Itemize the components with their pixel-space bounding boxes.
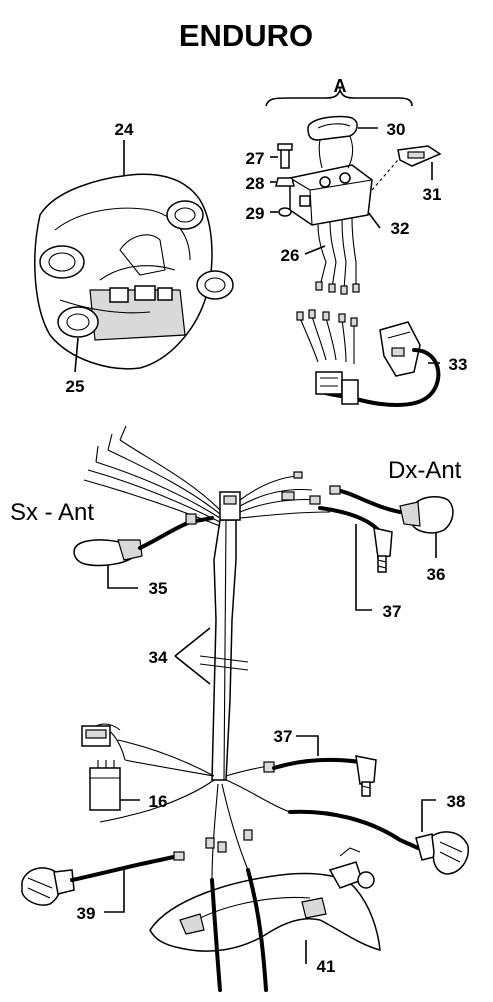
group-a-label: A xyxy=(334,76,347,96)
turn-signal-front-left-35 xyxy=(73,513,214,567)
diagram-title: ENDURO xyxy=(179,18,313,53)
group-a-brace xyxy=(265,87,413,107)
callout-16: 16 xyxy=(149,792,168,811)
leader-25 xyxy=(74,337,79,373)
callout-36: 36 xyxy=(427,565,446,584)
label-dx-ant: Dx-Ant xyxy=(388,457,462,484)
callout-37-upper: 37 xyxy=(383,602,402,621)
leader-32 xyxy=(367,211,381,229)
callout-31: 31 xyxy=(423,185,442,204)
relay-16 xyxy=(81,723,215,811)
leader-34 xyxy=(174,627,211,685)
leader-38 xyxy=(421,799,436,832)
leader-37-lower xyxy=(296,735,319,756)
callout-24: 24 xyxy=(115,120,134,139)
callout-37-lower: 37 xyxy=(274,727,293,746)
callout-28: 28 xyxy=(246,174,265,193)
sensor-37-upper xyxy=(318,506,393,573)
turn-signal-front-right-36 xyxy=(329,485,454,534)
callout-33: 33 xyxy=(449,355,468,374)
callout-35: 35 xyxy=(149,579,168,598)
callout-27: 27 xyxy=(246,149,265,168)
callout-32: 32 xyxy=(391,219,410,238)
main-harness-34 xyxy=(83,425,331,881)
callout-34: 34 xyxy=(149,648,168,667)
callout-41: 41 xyxy=(317,957,336,976)
callout-39: 39 xyxy=(77,904,96,923)
switch-assembly-A xyxy=(275,115,442,295)
callout-29: 29 xyxy=(246,204,265,223)
callout-30: 30 xyxy=(387,120,406,139)
switch-cable-33 xyxy=(296,309,441,407)
sensor-37-lower xyxy=(272,755,377,797)
label-sx-ant: Sx - Ant xyxy=(10,499,94,526)
callout-26: 26 xyxy=(281,246,300,265)
leader-39 xyxy=(104,868,125,913)
leader-35 xyxy=(107,565,138,589)
rear-mudguard-41 xyxy=(149,847,381,992)
leader-26 xyxy=(304,245,326,255)
leader-37-upper xyxy=(355,524,372,611)
turn-signal-rear-right-38 xyxy=(288,809,469,875)
callout-38: 38 xyxy=(447,792,466,811)
turn-signal-rear-left-39 xyxy=(21,851,185,906)
handlebar-fairing-24 xyxy=(34,173,234,370)
callout-25: 25 xyxy=(66,377,85,396)
